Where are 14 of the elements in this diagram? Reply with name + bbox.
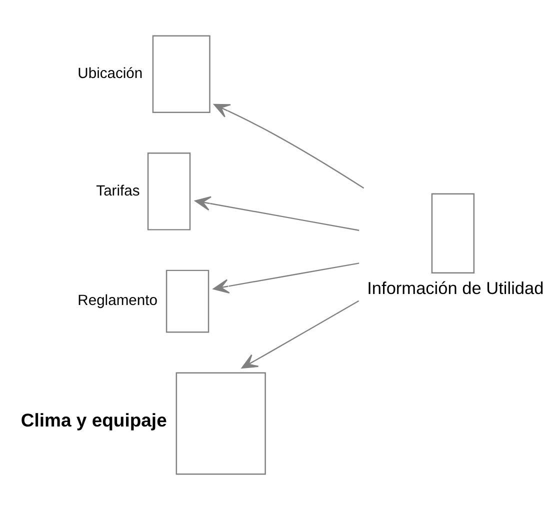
arrow (241, 300, 360, 369)
arrow (194, 196, 360, 231)
node-label: Tarifas (96, 183, 140, 200)
node-box (152, 35, 210, 114)
node-box (166, 270, 210, 333)
node-label: Clima y equipaje (20, 410, 167, 431)
node-label: Ubicación (78, 66, 143, 82)
node-box (147, 152, 191, 230)
node-box (176, 372, 266, 475)
arrow (212, 262, 360, 294)
arrow (214, 104, 364, 189)
node-box (431, 193, 475, 274)
node-label: Reglamento (78, 293, 158, 310)
node-label: Información de Utilidad (367, 278, 544, 298)
